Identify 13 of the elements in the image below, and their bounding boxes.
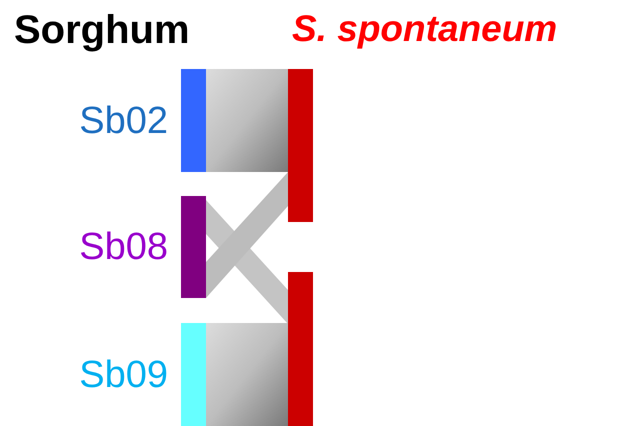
chromosome-bar [181,323,206,426]
synteny-ribbon [206,323,288,426]
column-heading: Sorghum [14,10,190,50]
synteny-ribbon [206,172,288,298]
chromosome-label: Sb08 [79,228,168,266]
chromosome-label: Sb09 [79,356,168,394]
chromosome-bar [181,69,206,172]
chromosome-bar [181,196,206,298]
column-heading: S. spontaneum [292,10,558,47]
synteny-ribbon [206,69,288,172]
chromosome-bar [288,272,313,426]
chromosome-bar [288,69,313,222]
chromosome-label: Sb02 [79,102,168,140]
